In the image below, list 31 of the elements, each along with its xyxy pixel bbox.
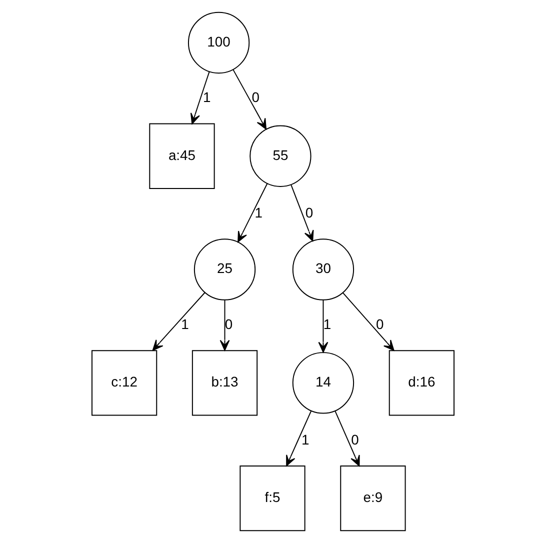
edge-label: 1 — [323, 316, 332, 332]
node-box: b:13 — [192, 350, 258, 416]
edge-label: 1 — [301, 431, 310, 448]
node-circle: 100 — [188, 12, 250, 74]
edge-label: 1 — [202, 89, 211, 106]
arrow — [232, 69, 267, 130]
node-box: d:16 — [388, 350, 455, 416]
node-circle: 55 — [250, 125, 312, 187]
node-box: e:9 — [340, 465, 406, 532]
edge-label: 0 — [224, 316, 233, 332]
node-box: c:12 — [91, 350, 158, 416]
node-box: a:45 — [149, 123, 215, 189]
arrow — [342, 292, 394, 351]
edge-label: 1 — [254, 204, 262, 220]
arrow — [318, 300, 328, 353]
arrow — [286, 410, 312, 466]
arrow — [238, 183, 268, 242]
arrow — [190, 71, 210, 124]
arrow — [220, 300, 230, 351]
node-circle: 30 — [292, 238, 354, 300]
arrow — [290, 184, 314, 242]
node-circle: 25 — [194, 238, 256, 300]
edge-label: 0 — [305, 204, 314, 220]
node-circle: 14 — [292, 352, 354, 414]
edge-label: 0 — [351, 431, 359, 448]
node-box: f:5 — [240, 465, 306, 532]
arrow — [152, 292, 206, 351]
edge-label: 0 — [252, 89, 260, 106]
edge-label: 1 — [181, 316, 189, 332]
arrow — [334, 410, 360, 466]
edge-label: 0 — [376, 316, 384, 332]
